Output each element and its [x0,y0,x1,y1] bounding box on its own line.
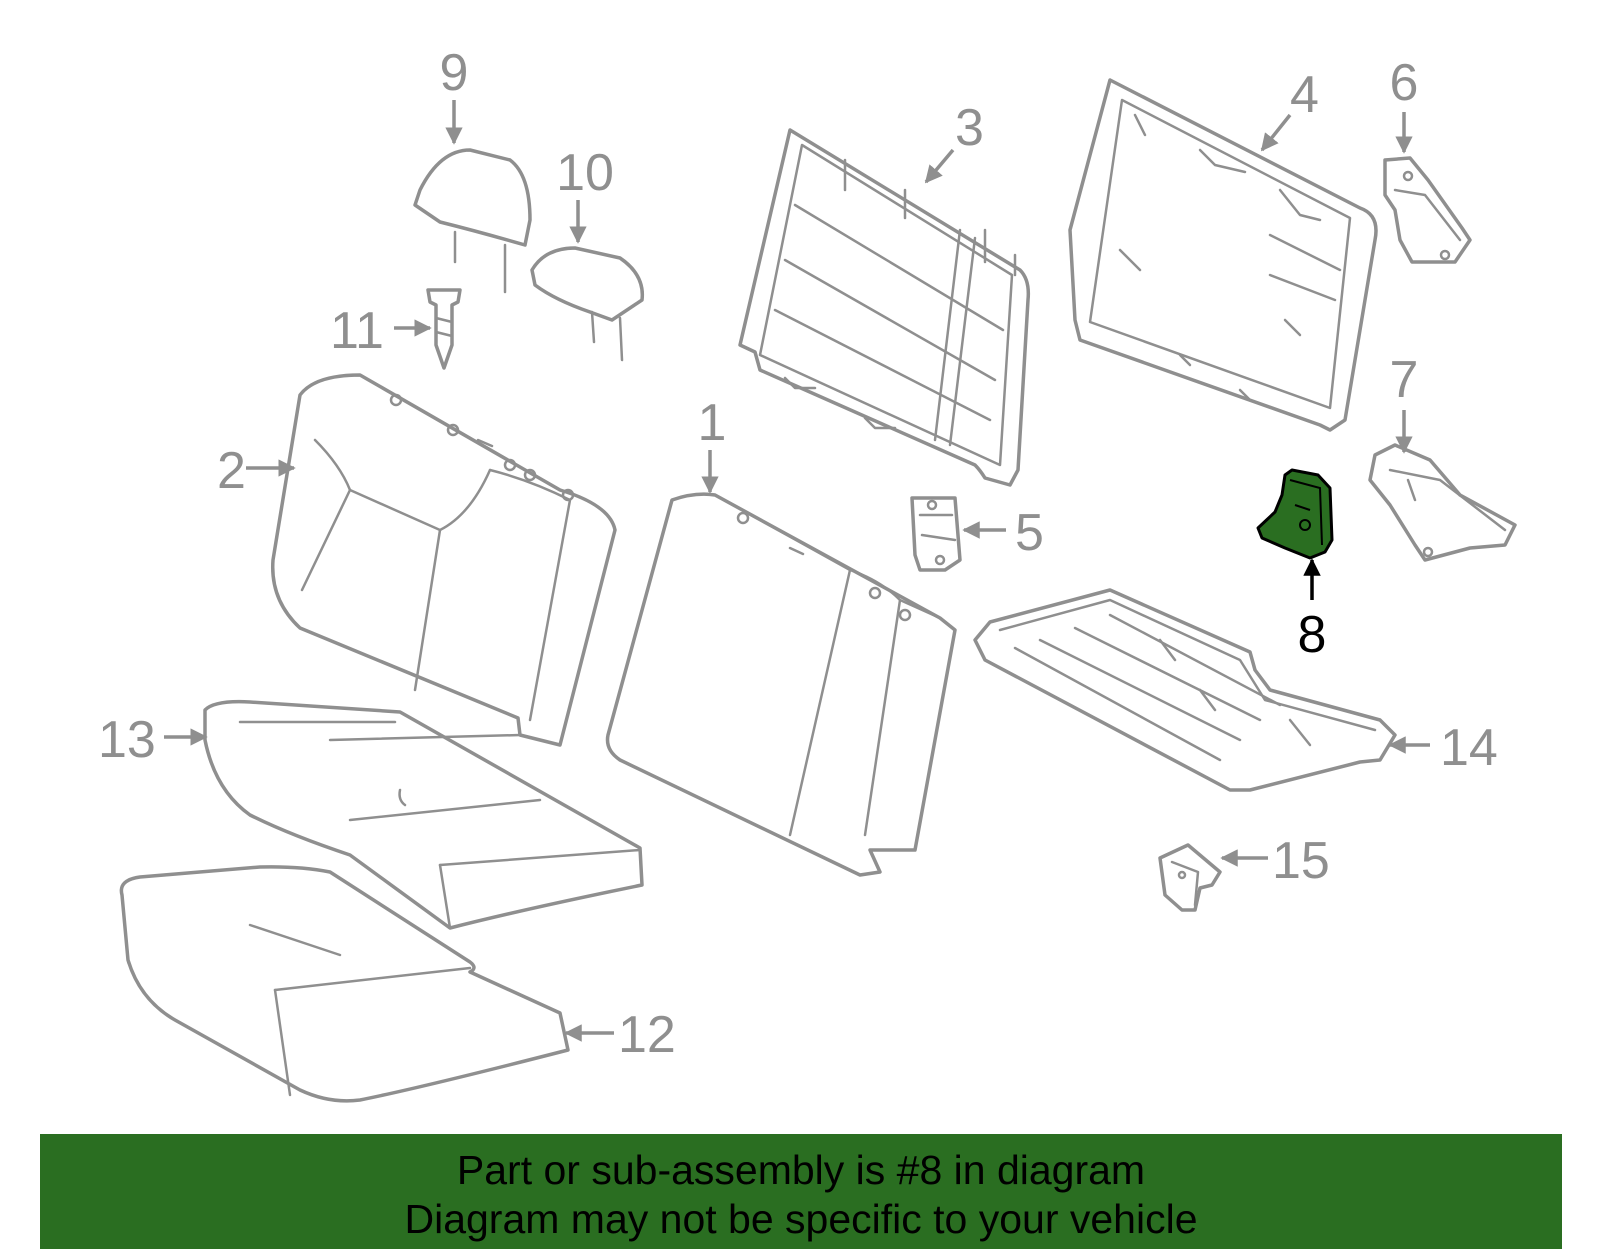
part-6-bracket [1383,156,1472,264]
part-9-headrest [413,148,532,294]
part-15-bracket [1158,843,1222,912]
part-12-cushion-pad [119,865,570,1103]
info-banner: Part or sub-assembly is #8 in diagram Di… [40,1134,1562,1249]
banner-line-part-info: Part or sub-assembly is #8 in diagram [456,1147,1146,1193]
part-2-seatback-pad [270,373,617,747]
callout-7: 7 [1390,351,1419,409]
callout-10: 10 [556,144,614,202]
callout-11: 11 [330,302,384,360]
part-8-bracket-highlighted [1256,468,1334,560]
part-13-seat-cushion [203,699,644,930]
part-4-seatback-panel [1068,78,1378,432]
part-3-seatback-frame [738,128,1031,487]
part-11-clip [426,288,462,370]
callout-2: 2 [217,442,246,500]
callout-arrows [164,100,1430,1042]
part-5-hinge [910,496,962,572]
callout-15: 15 [1272,832,1330,890]
part-1-seatback [605,492,957,877]
banner-line-disclaimer: Diagram may not be specific to your vehi… [404,1196,1198,1242]
callout-9: 9 [440,44,469,102]
callout-3: 3 [955,99,984,157]
callout-1: 1 [698,394,727,452]
part-7-bracket [1368,443,1517,562]
part-10-headrest [530,246,645,362]
callout-13: 13 [98,711,156,769]
callout-8-highlighted: 8 [1298,606,1327,664]
callout-4: 4 [1290,66,1319,124]
callout-5: 5 [1015,504,1044,562]
part-14-floor-tray [973,588,1397,792]
callout-6: 6 [1390,54,1419,112]
callout-labels: 1 2 3 4 5 6 7 8 9 10 11 12 13 14 15 [98,44,1498,1064]
callout-12: 12 [618,1006,676,1064]
callout-14: 14 [1440,719,1498,777]
